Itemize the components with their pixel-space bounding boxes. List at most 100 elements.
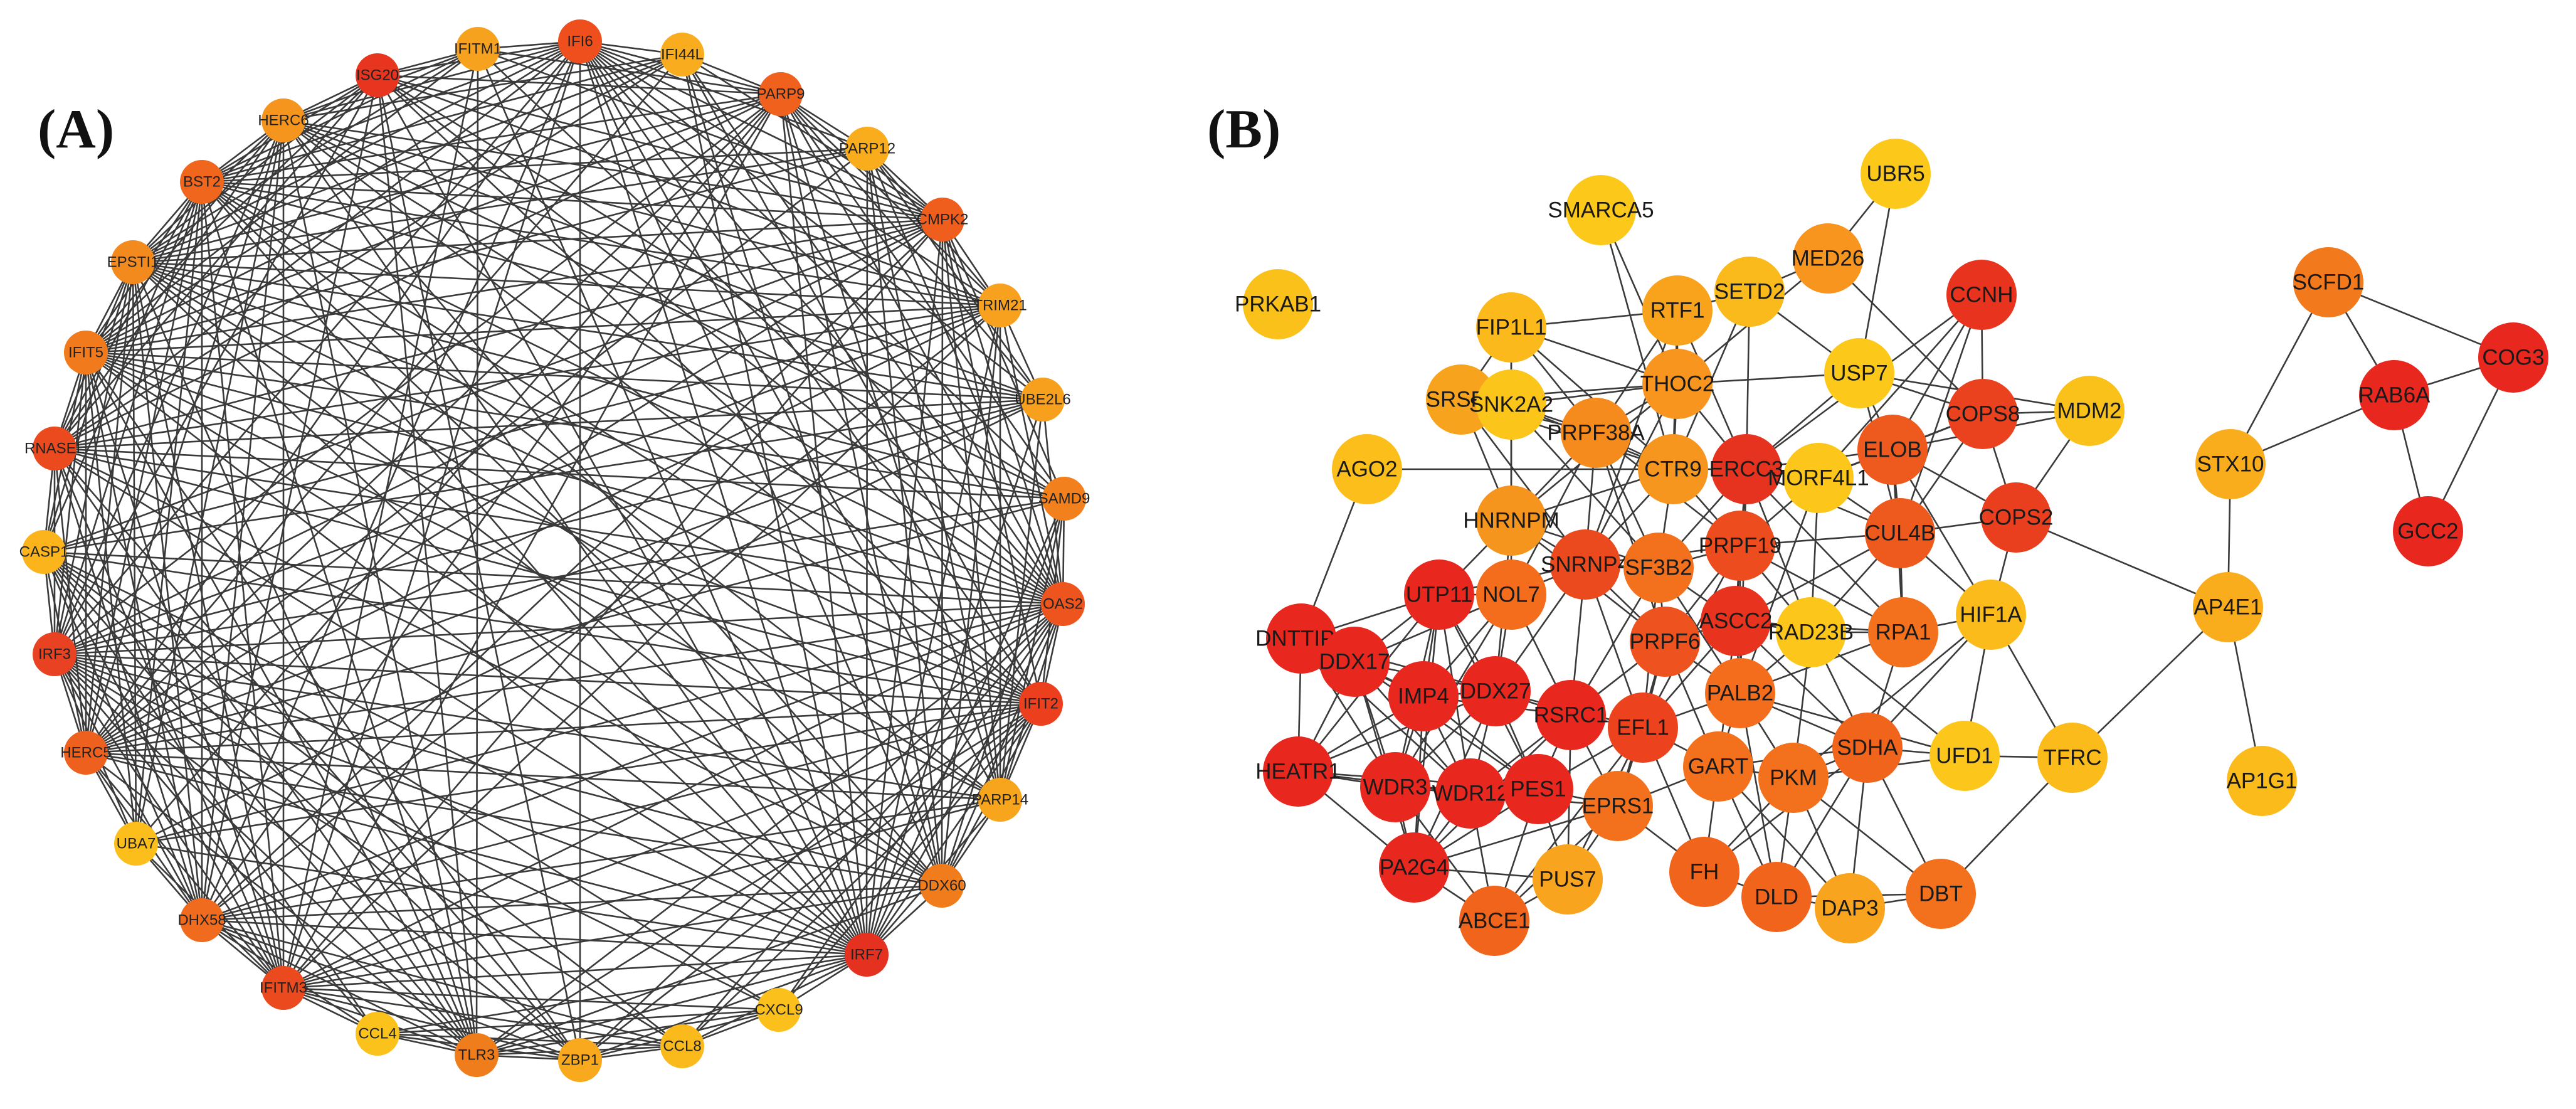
panel-a-edge-cmpk2-dhx58: [201, 219, 943, 921]
panel-b-node-label-smarca5: SMARCA5: [1548, 198, 1654, 223]
panel-b-node-label-prkab1: PRKAB1: [1235, 292, 1321, 317]
panel-a-edge-herc5-bst2: [85, 181, 203, 753]
panel-a-node-circle-rnasel: [33, 427, 77, 470]
panel-b-node-ap4e1: AP4E1: [2193, 572, 2263, 642]
panel-a-edge-ccl8-ccl4: [377, 1032, 683, 1048]
panel-b-node-label-prpf6: PRPF6: [1630, 630, 1701, 654]
panel-b-node-label-ascc3: ASCC2: [1699, 609, 1773, 634]
panel-b-node-label-cops2: COPS2: [1979, 506, 2054, 530]
panel-a-node-label-dhx58: DHX58: [177, 912, 226, 929]
panel-a-node-label-herc5: HERC5: [60, 745, 111, 761]
panel-a-edge-parp9-ifitm3: [282, 93, 782, 989]
panel-b-node-label-pa2g4: PA2G4: [1380, 856, 1449, 880]
panel-b-node-circle-tfrc: [2037, 723, 2108, 793]
panel-a-node-label-casp1: CASP1: [19, 544, 69, 561]
panel-b-node-circle-cul4b: [1865, 498, 1935, 568]
panel-b-node-rsrc1: RSRC1: [1534, 680, 1608, 750]
panel-b-node-rtf1: RTF1: [1642, 275, 1713, 346]
panel-a-edge-ifitm3-bst2: [201, 181, 285, 989]
panel-b-edge-csnk2a2-sf3b2: [1511, 404, 1659, 568]
panel-a-node-ifitm1: IFITM1: [454, 27, 502, 71]
panel-a-node-circle-ifi6: [558, 19, 602, 63]
panel-b-edge-ercc2-palb2: [1739, 469, 1748, 694]
panel-a-node-label-bst2: BST2: [183, 174, 221, 191]
panel-a-edge-ccl8-dhx58: [201, 919, 683, 1048]
panel-b-edge-smarca5-ctr9: [1600, 210, 1674, 470]
panel-b-node-circle-dld: [1741, 862, 1812, 932]
panel-a-edge-ccl4-casp1: [43, 551, 379, 1034]
panel-b-node-cops2: COPS2: [1979, 482, 2054, 553]
panel-b-node-ascc3: ASCC2: [1699, 586, 1773, 656]
panel-b-node-label-imp4: IMP4: [1398, 684, 1449, 709]
panel-b-node-setd2: SETD2: [1714, 257, 1785, 327]
panel-b-node-circle-dnttip2: [1266, 603, 1336, 674]
panel-a-edge-dhx58-rnasel: [53, 448, 203, 921]
panel-b-node-circle-ufd1: [1929, 721, 2000, 791]
panel-a-edge-irf3-epsti1: [53, 262, 134, 655]
panel-b-edge-med26-cops8: [1827, 258, 1983, 415]
panel-a-edge-parp12-oas2: [866, 148, 1064, 605]
panel-b-node-circle-wdr3: [1360, 752, 1430, 822]
panel-b-node-circle-rpa1: [1868, 597, 1938, 667]
panel-a-node-circle-parp12: [845, 127, 889, 171]
panel-b-node-ago2: AGO2: [1332, 434, 1402, 504]
panel-b-node-circle-eprs1: [1583, 771, 1653, 841]
panel-b-node-pes1: PES1: [1503, 754, 1573, 824]
panel-b-node-label-ap4e1: AP4E1: [2194, 595, 2262, 620]
panel-a-node-label-parp12: PARP12: [839, 141, 895, 157]
panel-a-edge-irf7-ccl4: [377, 953, 867, 1035]
panel-b-node-sdha: SDHA: [1832, 713, 1903, 783]
panel-a-edge-parp9-irf7: [779, 93, 868, 955]
panel-b-node-circle-fh: [1669, 837, 1739, 907]
panel-a-edge-parp12-herc5: [85, 147, 868, 754]
panel-a-edge-irf3-bst2: [53, 181, 203, 655]
panel-b-node-label-prpf19: PRPF19: [1699, 534, 1782, 558]
panel-a-edge-ifit2-zbp1: [579, 703, 1042, 1061]
panel-b-node-label-snrnp40: SNRNP4: [1541, 553, 1630, 577]
panel-a-node-circle-zbp1: [558, 1038, 602, 1082]
panel-b-node-label-rpa1: RPA1: [1876, 620, 1931, 645]
panel-a-node-circle-ifitm3: [261, 966, 305, 1010]
panel-a-node-circle-ifit5: [64, 331, 108, 374]
panel-a-node-parp14: PARP14: [972, 778, 1028, 822]
panel-a-edge-ube2l6-casp1: [43, 398, 1043, 553]
panel-a-node-circle-irf3: [33, 632, 77, 676]
panel-b-node-dap3: DAP3: [1815, 873, 1885, 943]
panel-b-node-circle-ddx27: [1460, 656, 1531, 726]
panel-b-node-circle-ap4e1: [2193, 572, 2263, 642]
panel-b-node-circle-rtf1: [1642, 275, 1713, 346]
panel-b-node-prpf38a: PRPF38A: [1547, 398, 1645, 468]
panel-a-edge-irf7-irf3: [54, 653, 867, 956]
panel-b-node-label-utp11: UTP11: [1406, 583, 1472, 607]
panel-a-edge-ube2l6-ifit5: [85, 351, 1043, 401]
panel-a-edge-trim21-rnasel: [54, 304, 1001, 450]
panel-b-node-circle-ascc3: [1701, 586, 1771, 656]
panel-b-node-circle-abce1: [1459, 886, 1529, 956]
panel-b-node-circle-rad23b: [1776, 597, 1846, 667]
panel-a-edge-casp1-bst2: [43, 181, 203, 553]
panel-b-node-label-ufd1: UFD1: [1936, 744, 1993, 768]
panel-a-edge-ccl8-casp1: [43, 551, 683, 1048]
panel-a-edge-cmpk2-ifit5: [85, 218, 943, 354]
panel-a-edge-trim21-herc6: [283, 119, 1001, 307]
panel-a-node-ifit5: IFIT5: [64, 331, 108, 374]
panel-a-node-herc5: HERC5: [60, 731, 112, 775]
panel-a-edge-tlr3-irf3: [54, 654, 477, 1056]
panel-b-node-circle-ap1g1: [2227, 746, 2297, 816]
panel-a-node-label-isg20: ISG20: [356, 67, 399, 84]
panel-b-node-circle-cog3: [2478, 322, 2548, 393]
panel-a-edge-samd9-ddx60: [941, 498, 1065, 886]
panel-a-edge-ifi6-bst2: [201, 40, 581, 183]
panel-a-edge-parp12-ddx60: [866, 148, 943, 886]
panel-b-node-label-usp7: USP7: [1830, 361, 1887, 386]
panel-a-node-label-ifit5: IFIT5: [68, 344, 103, 361]
panel-a-edge-ifit2-ccl8: [682, 703, 1042, 1047]
panel-a-edge-tlr3-rnasel: [53, 448, 478, 1056]
panel-b-node-palb2: PALB2: [1705, 658, 1775, 728]
panel-b-edge-ddx27-heatr1: [1297, 690, 1496, 773]
panel-a-edge-tlr3-casp1: [43, 551, 477, 1056]
panel-b-node-circle-hif1a: [1956, 580, 2026, 650]
panel-b-edge-cops2-ap4e1: [2015, 516, 2229, 608]
panel-b-node-label-gart: GART: [1688, 755, 1749, 779]
panel-b-node-circle-stx10: [2195, 429, 2266, 499]
